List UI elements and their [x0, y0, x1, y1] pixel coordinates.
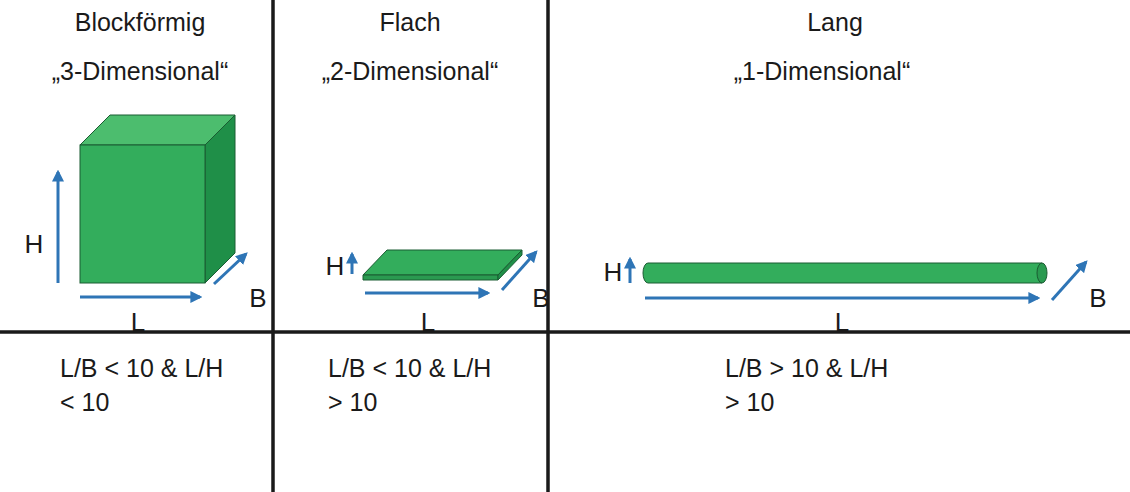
column-subheader: „1-Dimensional“: [734, 55, 910, 88]
rod: [643, 263, 1047, 283]
height-arrow: [629, 259, 632, 283]
criterion-cell: L/B > 10 & L/H > 10: [725, 352, 890, 420]
width-arrow: [1052, 262, 1086, 300]
dimension-letter: B: [1089, 282, 1106, 316]
length-arrow: [645, 297, 1038, 300]
width-arrow: [502, 252, 536, 290]
dimension-letter: L: [835, 306, 849, 340]
height-arrow: [57, 172, 60, 283]
column-divider: [271, 0, 275, 492]
length-arrow: [365, 292, 488, 295]
dimension-letter: B: [532, 282, 549, 316]
dimension-letter: H: [604, 256, 623, 290]
criterion-cell: L/B < 10 & L/H < 10: [60, 352, 225, 420]
length-arrow: [80, 296, 200, 299]
column-header: Flach: [379, 6, 440, 39]
criterion-cell: L/B < 10 & L/H > 10: [328, 352, 493, 420]
dimension-letter: L: [131, 306, 145, 340]
column-header: Lang: [807, 6, 863, 39]
dimension-letter: H: [25, 228, 44, 262]
column-subheader: „3-Dimensional“: [52, 55, 228, 88]
dimension-letter: L: [421, 306, 435, 340]
dimension-letter: B: [249, 282, 266, 316]
plate: [363, 250, 522, 280]
column-divider: [546, 0, 550, 492]
cube: [80, 115, 235, 283]
width-arrow: [214, 254, 246, 284]
column-header: Blockförmig: [75, 6, 206, 39]
height-arrow: [351, 254, 354, 274]
row-divider: [0, 330, 1130, 334]
column-subheader: „2-Dimensional“: [322, 55, 498, 88]
dimension-letter: H: [326, 250, 345, 284]
